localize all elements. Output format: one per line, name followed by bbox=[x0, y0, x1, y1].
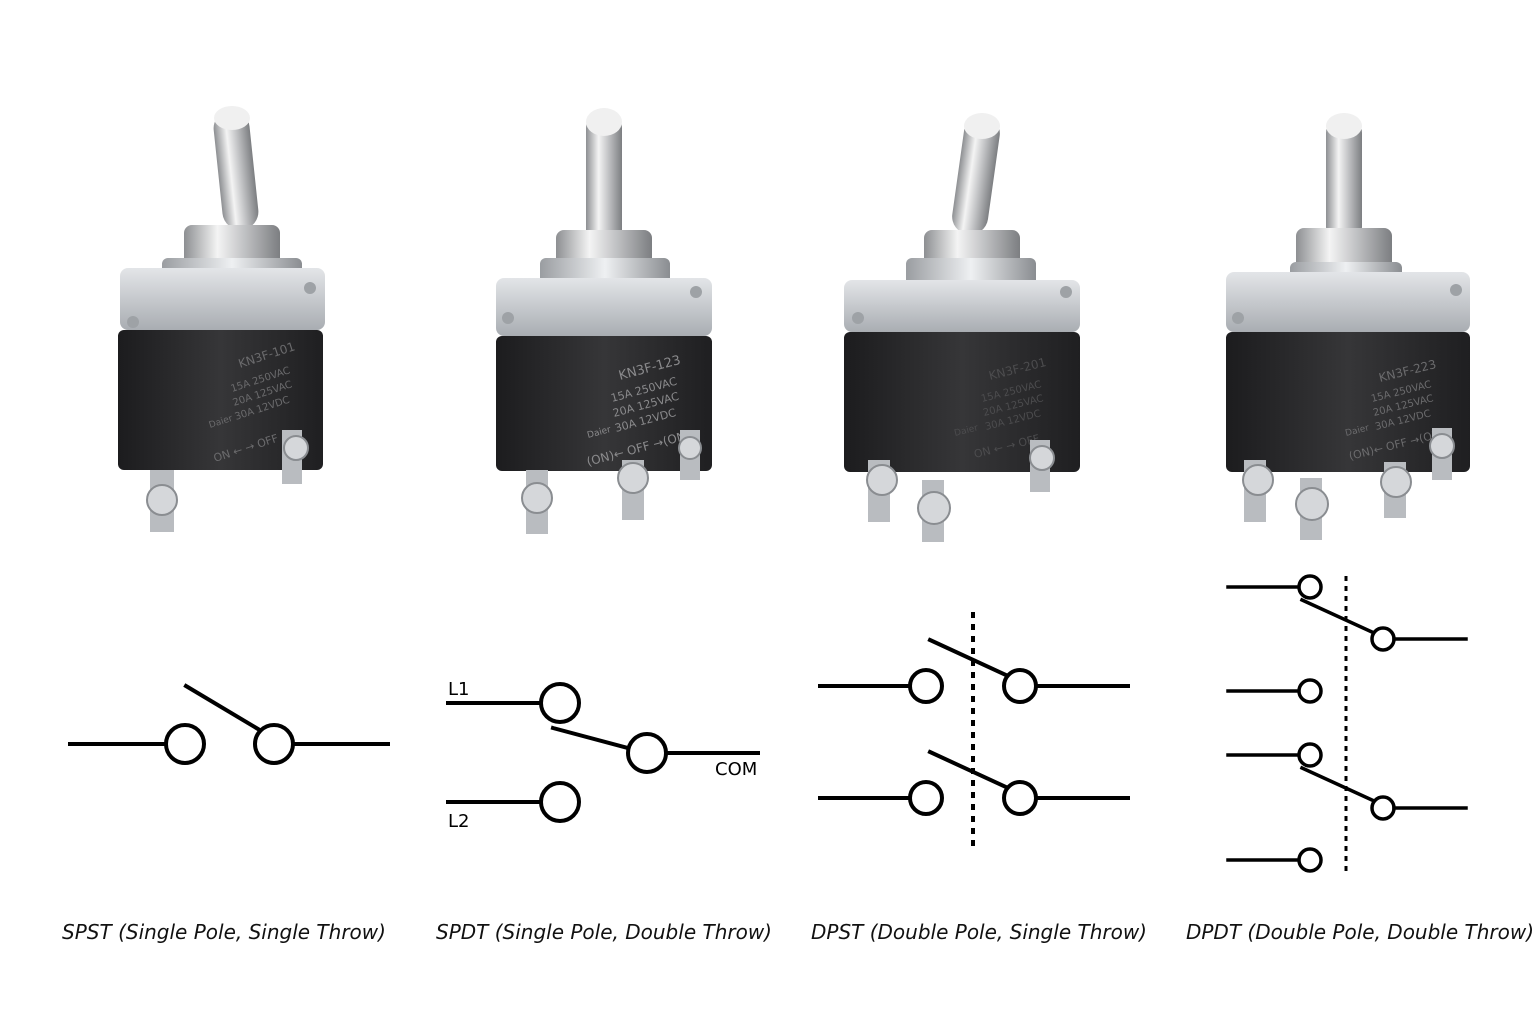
screw-terminals bbox=[521, 430, 702, 534]
spst-switch-photo: KN3F-101 15A 250VAC 20A 125VAC 30A 12VDC… bbox=[118, 106, 325, 532]
switch-blade bbox=[1299, 765, 1375, 803]
terminal-contact bbox=[1297, 678, 1323, 704]
switch-lever bbox=[586, 110, 622, 250]
terminal-contact bbox=[1370, 626, 1396, 652]
terminal-contact bbox=[1370, 795, 1396, 821]
terminal-contact bbox=[1002, 780, 1038, 816]
plate-screw bbox=[1450, 284, 1462, 296]
screw-terminals bbox=[146, 430, 309, 532]
plate-screw bbox=[502, 312, 514, 324]
plate-screw bbox=[852, 312, 864, 324]
terminal-contact bbox=[908, 668, 944, 704]
terminal-contact bbox=[1297, 574, 1323, 600]
terminal-label-l1: L1 bbox=[448, 679, 469, 700]
mounting-plate bbox=[496, 278, 712, 336]
switch-housing bbox=[118, 330, 323, 470]
screw-terminals bbox=[866, 440, 1055, 542]
terminal-label-l2: L2 bbox=[448, 811, 469, 832]
switch-blade bbox=[927, 749, 1011, 791]
terminal-contact bbox=[908, 780, 944, 816]
dpst-switch-photo: KN3F-201 15A 250VAC 20A 125VAC 30A 12VDC… bbox=[844, 113, 1080, 542]
terminal-contact bbox=[626, 732, 668, 774]
lever-tip bbox=[1326, 113, 1362, 139]
switch-housing bbox=[844, 332, 1080, 472]
plate-screw bbox=[690, 286, 702, 298]
caption-spdt: SPDT (Single Pole, Double Throw) bbox=[436, 920, 772, 944]
caption-spst: SPST (Single Pole, Single Throw) bbox=[62, 920, 386, 944]
lever-tip bbox=[214, 106, 250, 130]
switch-blade bbox=[927, 637, 1011, 679]
switch-blade bbox=[550, 725, 631, 751]
screw-terminals bbox=[1242, 428, 1455, 540]
spdt-switch-photo: KN3F-123 15A 250VAC 20A 125VAC 30A 12VDC… bbox=[496, 108, 712, 534]
spdt-schematic bbox=[446, 682, 760, 823]
dpdt-schematic bbox=[1226, 574, 1468, 876]
plate-screw bbox=[304, 282, 316, 294]
terminal-contact bbox=[539, 682, 581, 724]
switch-blade bbox=[183, 683, 266, 735]
plate-screw bbox=[127, 316, 139, 328]
switch-housing bbox=[496, 336, 712, 471]
dpst-schematic bbox=[818, 612, 1130, 846]
mounting-plate bbox=[120, 268, 325, 330]
switch-lever bbox=[952, 115, 1000, 235]
switch-lever bbox=[213, 110, 259, 230]
caption-dpdt: DPDT (Double Pole, Double Throw) bbox=[1185, 920, 1535, 944]
mounting-plate bbox=[844, 280, 1080, 332]
lever-tip bbox=[586, 108, 622, 136]
spst-schematic bbox=[68, 683, 390, 765]
plate-screw bbox=[1060, 286, 1072, 298]
mounting-plate bbox=[1226, 272, 1470, 332]
lever-tip bbox=[964, 113, 1000, 139]
switch-blade bbox=[1299, 597, 1375, 635]
terminal-contact bbox=[1297, 742, 1323, 768]
terminal-contact bbox=[539, 781, 581, 823]
switch-lever bbox=[1326, 115, 1362, 245]
terminal-contact bbox=[164, 723, 206, 765]
terminal-label-com: COM bbox=[715, 759, 757, 780]
plate-screw bbox=[1232, 312, 1244, 324]
dpdt-switch-photo: KN3F-223 15A 250VAC 20A 125VAC 30A 12VDC… bbox=[1226, 113, 1470, 540]
switch-housing bbox=[1226, 332, 1470, 472]
caption-dpst: DPST (Double Pole, Single Throw) bbox=[811, 920, 1147, 944]
terminal-contact bbox=[1002, 668, 1038, 704]
terminal-contact bbox=[253, 723, 295, 765]
terminal-contact bbox=[1297, 847, 1323, 873]
